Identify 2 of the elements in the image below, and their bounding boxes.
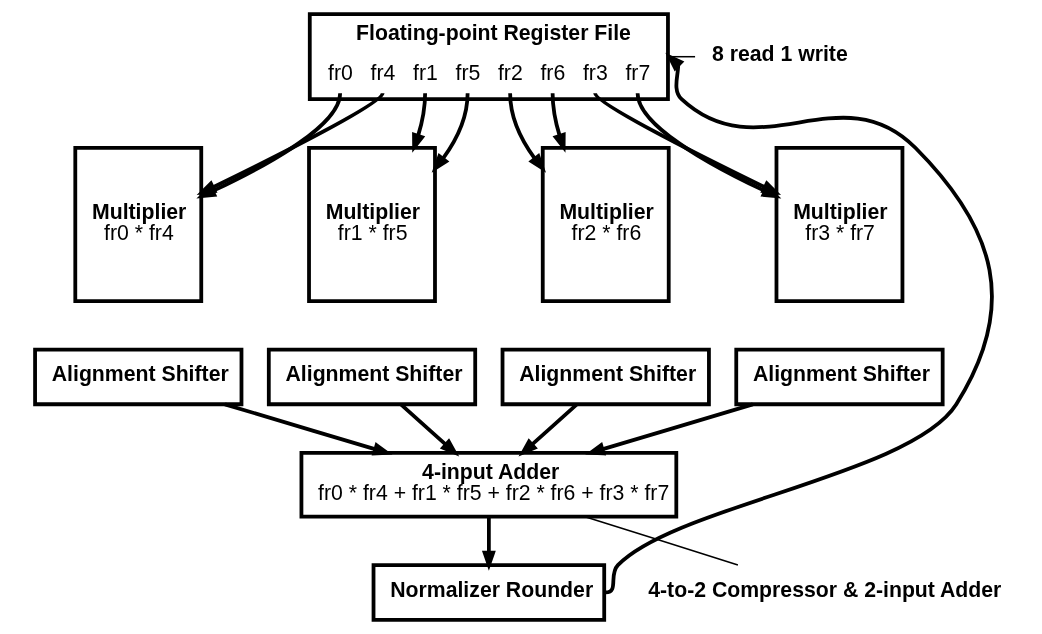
- node-text: 4-to-2 Compressor & 2-input Adder: [647, 577, 1001, 602]
- node-text: 8 read 1 write: [711, 41, 848, 66]
